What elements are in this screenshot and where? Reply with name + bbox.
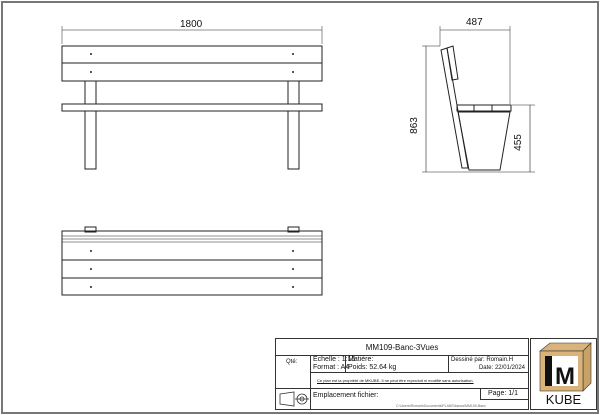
dim-width-label: 1800 xyxy=(180,19,203,30)
ownership-notice: Ce plan est la propriété de MKUBE. Il ne… xyxy=(317,378,474,383)
leg-upper xyxy=(84,80,97,105)
format-label: Format : A4 xyxy=(313,364,350,371)
material-label: Matière: xyxy=(348,356,374,363)
front-view xyxy=(61,26,323,170)
page-label: Page: 1/1 xyxy=(488,390,518,397)
backrest-slat xyxy=(61,62,323,82)
dim-height-label: 863 xyxy=(408,117,420,134)
date-label: Date: 22/01/2024 xyxy=(478,365,525,371)
qty-label: Qté: xyxy=(286,359,298,365)
side-view xyxy=(422,26,535,173)
file-location-label: Emplacement fichier: xyxy=(313,392,379,399)
seat-side xyxy=(456,104,512,112)
backrest-post xyxy=(440,47,469,169)
projection-symbol xyxy=(275,388,311,410)
backrest-slat xyxy=(61,45,323,64)
logo-text: KUBE xyxy=(545,392,582,407)
dim-depth-label: 487 xyxy=(466,17,483,28)
seat xyxy=(61,103,323,112)
drawn-by-label: Dessiné par: Romain.H xyxy=(451,357,514,363)
svg-text:M: M xyxy=(555,363,575,390)
backrest-slat-side xyxy=(446,45,459,81)
weight-label: Poids: 52.64 kg xyxy=(348,364,397,371)
leg xyxy=(287,110,300,170)
scale-label: Echelle : 1:15 xyxy=(313,356,356,363)
seat-body xyxy=(457,111,511,171)
mkube-logo: M KUBE xyxy=(530,338,597,410)
leg-upper xyxy=(287,80,300,105)
top-view xyxy=(61,226,323,296)
file-path: C:\Users\Romain\Documents\PLANS\bancs\MM… xyxy=(396,404,486,408)
dim-seat-height-label: 455 xyxy=(512,134,524,151)
leg xyxy=(84,110,97,170)
drawing-title: MM109-Banc-3Vues xyxy=(365,343,439,352)
